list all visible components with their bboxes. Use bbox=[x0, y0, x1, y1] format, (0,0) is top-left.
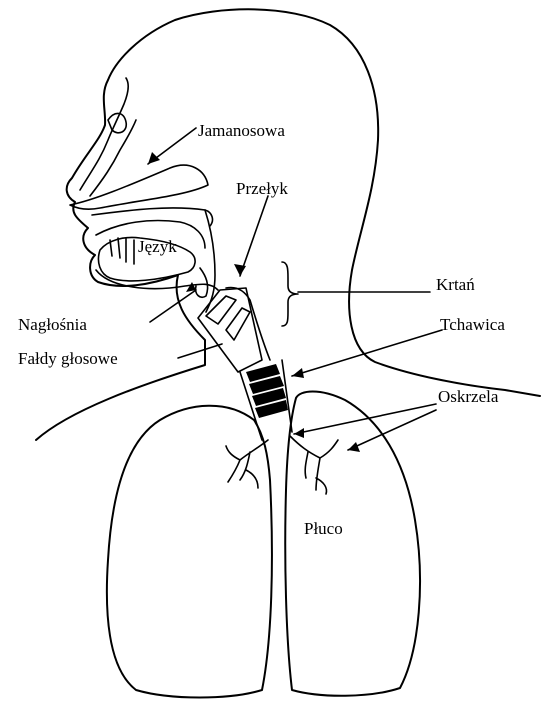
palate bbox=[92, 208, 212, 226]
bronchi-right bbox=[290, 436, 338, 494]
label-trachea: Tchawica bbox=[440, 315, 505, 334]
label-tongue: Język bbox=[138, 237, 177, 256]
leader-bronchi-2 bbox=[348, 410, 436, 450]
label-epiglottis: Nagłośnia bbox=[18, 315, 87, 334]
nasal-turbinate bbox=[108, 113, 126, 132]
label-vocal-folds: Fałdy głosowe bbox=[18, 349, 118, 368]
teeth-upper bbox=[110, 238, 134, 264]
label-nasal-cavity: Jamanosowa bbox=[198, 121, 285, 140]
leader-vocal-folds bbox=[178, 344, 222, 358]
larynx-body bbox=[198, 288, 262, 372]
label-lung: Płuco bbox=[304, 519, 343, 538]
pharynx-wall bbox=[205, 210, 215, 312]
head-outline bbox=[36, 9, 540, 440]
left-lung bbox=[107, 406, 272, 698]
epiglottis-shape bbox=[196, 268, 208, 297]
larynx-inner bbox=[206, 296, 250, 340]
leader-epiglottis bbox=[150, 290, 196, 322]
right-lung bbox=[285, 392, 420, 696]
leader-trachea bbox=[292, 330, 442, 376]
larynx-bracket bbox=[282, 262, 298, 326]
leader-pharynx bbox=[240, 196, 268, 276]
label-bronchi: Oskrzela bbox=[438, 387, 499, 406]
label-larynx: Krtań bbox=[436, 275, 475, 294]
label-pharynx: Przełyk bbox=[236, 179, 288, 198]
bronchi-left bbox=[226, 440, 268, 488]
